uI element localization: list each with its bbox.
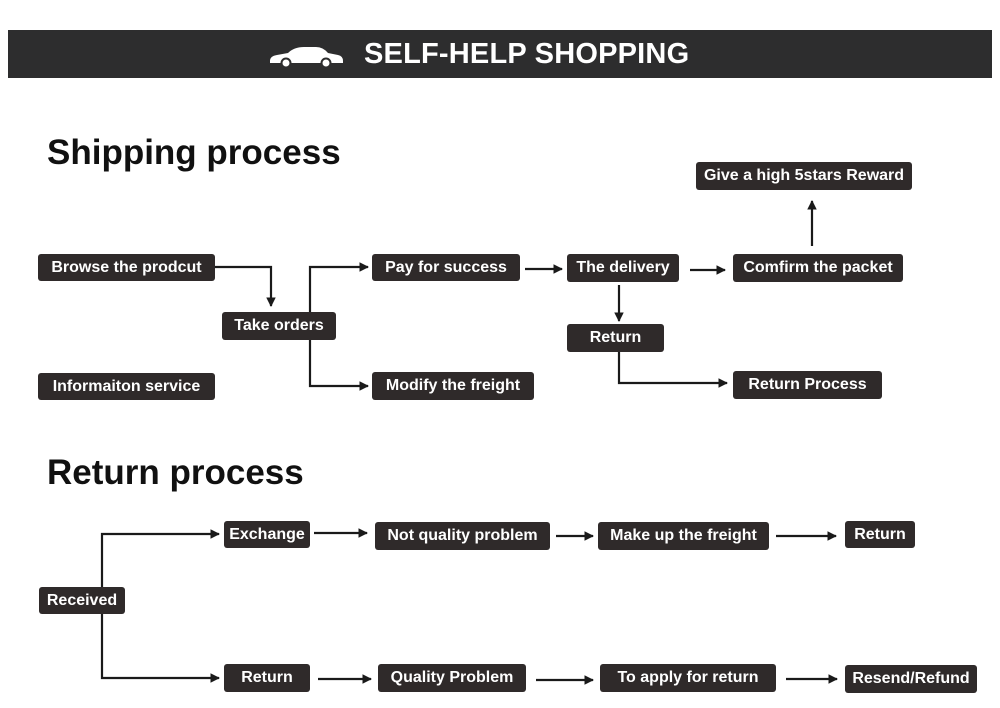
- node-make-up-freight: Make up the freight: [598, 522, 769, 550]
- node-pay-for-success: Pay for success: [372, 254, 520, 281]
- node-exchange: Exchange: [224, 521, 310, 548]
- node-browse-product: Browse the prodcut: [38, 254, 215, 281]
- node-not-quality-problem: Not quality problem: [375, 522, 550, 550]
- node-quality-return: Return: [224, 664, 310, 692]
- arrow-take-orders-to-modify: [308, 340, 369, 391]
- node-exchange-return: Return: [845, 521, 915, 548]
- node-the-delivery: The delivery: [567, 254, 679, 282]
- node-quality-problem: Quality Problem: [378, 664, 526, 692]
- node-apply-for-return: To apply for return: [600, 664, 776, 692]
- return-process-title: Return process: [47, 453, 304, 492]
- arrow-return-to-return-process: [617, 352, 728, 388]
- node-received: Received: [39, 587, 125, 614]
- arrow-received-to-return: [100, 614, 220, 683]
- arrow-browse-to-take-orders: [215, 265, 276, 307]
- node-five-stars-reward: Give a high 5stars Reward: [696, 162, 912, 190]
- node-confirm-packet: Comfirm the packet: [733, 254, 903, 282]
- header-banner: SELF-HELP SHOPPING: [8, 30, 992, 78]
- car-icon: [270, 47, 343, 69]
- node-return: Return: [567, 324, 664, 352]
- node-resend-refund: Resend/Refund: [845, 665, 977, 693]
- arrow-received-to-exchange: [100, 529, 220, 587]
- arrow-take-orders-to-pay: [308, 262, 369, 313]
- node-return-process: Return Process: [733, 371, 882, 399]
- node-information-service: Informaiton service: [38, 373, 215, 400]
- shipping-process-title: Shipping process: [47, 133, 341, 172]
- node-take-orders: Take orders: [222, 312, 336, 340]
- banner-title: SELF-HELP SHOPPING: [364, 38, 690, 70]
- node-modify-freight: Modify the freight: [372, 372, 534, 400]
